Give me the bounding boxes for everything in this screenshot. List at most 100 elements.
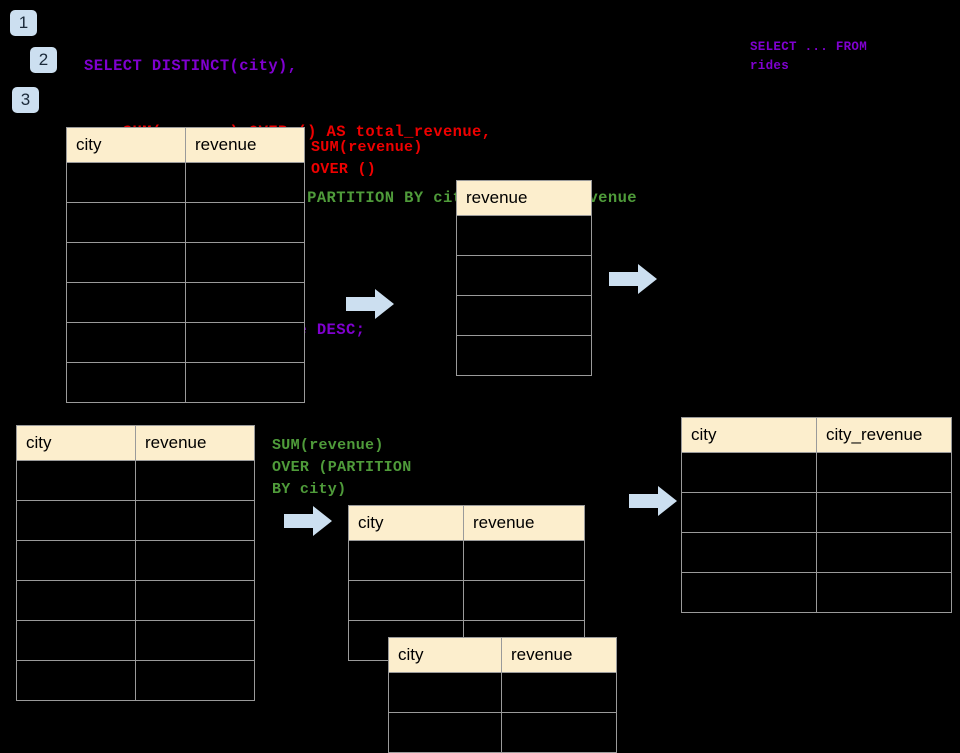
- table-row: [16, 540, 255, 581]
- total-revenue-table: revenue: [456, 180, 592, 376]
- cell-city: [16, 580, 136, 621]
- cell-revenue: [501, 672, 617, 713]
- partition-group-table-back: city revenue: [348, 505, 585, 661]
- cell-city: [16, 460, 136, 501]
- table-header-row: revenue: [456, 180, 592, 216]
- table-row: [16, 620, 255, 661]
- annotation-total-revenue: SUM(revenue) OVER (): [311, 139, 423, 178]
- cell-city: [681, 572, 817, 613]
- cell-revenue: [135, 620, 255, 661]
- column-header-city: city: [16, 425, 136, 461]
- cell-city-revenue: [816, 492, 952, 533]
- table-header-row: city revenue: [348, 505, 585, 541]
- column-header-revenue: revenue: [501, 637, 617, 673]
- cell-city: [66, 362, 186, 403]
- column-header-city: city: [681, 417, 817, 453]
- select-from-rides-note: SELECT ... FROM rides: [750, 40, 868, 73]
- cell-revenue: [135, 580, 255, 621]
- table-row: [66, 162, 305, 203]
- cell-city: [681, 452, 817, 493]
- cell-revenue: [135, 660, 255, 701]
- cell-revenue: [185, 282, 305, 323]
- table-row: [66, 242, 305, 283]
- table-row: [456, 335, 592, 376]
- partition-group-table-front: city revenue: [388, 637, 617, 753]
- cell-revenue: [185, 162, 305, 203]
- cell-revenue: [185, 362, 305, 403]
- table-row: [16, 460, 255, 501]
- column-header-revenue: revenue: [185, 127, 305, 163]
- cell-revenue: [185, 242, 305, 283]
- cell-city-revenue: [816, 452, 952, 493]
- cell-city-revenue: [816, 532, 952, 573]
- arrow-total-revenue-to-result: [609, 264, 657, 294]
- cell-city: [681, 492, 817, 533]
- cell-city-revenue: [816, 572, 952, 613]
- column-header-revenue: revenue: [463, 505, 585, 541]
- table-row: [66, 362, 305, 403]
- cell-city: [66, 242, 186, 283]
- cell-revenue: [135, 540, 255, 581]
- table-row: [16, 580, 255, 621]
- column-header-city: city: [388, 637, 502, 673]
- step-badge-2: 2: [30, 47, 57, 73]
- table-row: [388, 672, 617, 713]
- cell-revenue: [456, 335, 592, 376]
- cell-revenue: [456, 295, 592, 336]
- cell-city: [348, 580, 464, 621]
- cell-city: [16, 660, 136, 701]
- cell-city: [66, 202, 186, 243]
- diagram-canvas: 1 2 3 SELECT DISTINCT(city), SUM(revenue…: [10, 10, 952, 753]
- table-header-row: city revenue: [66, 127, 305, 163]
- table-row: [66, 282, 305, 323]
- table-row: [681, 572, 952, 613]
- table-header-row: city city_revenue: [681, 417, 952, 453]
- cell-city: [348, 540, 464, 581]
- annotation-city-revenue: SUM(revenue) OVER (PARTITION BY city): [272, 437, 412, 498]
- table-row: [456, 215, 592, 256]
- step-badge-1: 1: [10, 10, 37, 36]
- table-header-row: city revenue: [388, 637, 617, 673]
- table-row: [348, 580, 585, 621]
- column-header-city: city: [66, 127, 186, 163]
- cell-city: [16, 500, 136, 541]
- sql-line-select: SELECT DISTINCT(city),: [84, 57, 298, 75]
- rides-source-table-top: city revenue: [66, 127, 305, 403]
- table-row: [16, 500, 255, 541]
- table-row: [456, 295, 592, 336]
- table-row: [681, 532, 952, 573]
- arrow-rides-to-total-revenue: [346, 289, 394, 319]
- cell-revenue: [456, 215, 592, 256]
- cell-city: [16, 540, 136, 581]
- cell-city: [388, 672, 502, 713]
- table-row: [681, 492, 952, 533]
- column-header-city-revenue: city_revenue: [816, 417, 952, 453]
- cell-revenue: [185, 202, 305, 243]
- cell-city: [66, 282, 186, 323]
- cell-city: [681, 532, 817, 573]
- table-row: [66, 322, 305, 363]
- arrow-rides-to-partition: [284, 506, 332, 536]
- cell-city: [388, 712, 502, 753]
- cell-revenue: [501, 712, 617, 753]
- cell-city: [66, 162, 186, 203]
- table-header-row: city revenue: [16, 425, 255, 461]
- column-header-revenue: revenue: [135, 425, 255, 461]
- cell-revenue: [185, 322, 305, 363]
- cell-revenue: [463, 580, 585, 621]
- table-row: [681, 452, 952, 493]
- table-row: [66, 202, 305, 243]
- cell-revenue: [463, 540, 585, 581]
- cell-city: [16, 620, 136, 661]
- cell-revenue: [456, 255, 592, 296]
- table-row: [456, 255, 592, 296]
- column-header-revenue: revenue: [456, 180, 592, 216]
- rides-source-table-bottom: city revenue: [16, 425, 255, 701]
- table-row: [348, 540, 585, 581]
- cell-revenue: [135, 460, 255, 501]
- column-header-city: city: [348, 505, 464, 541]
- result-table: city city_revenue: [681, 417, 952, 613]
- arrow-partition-to-result: [629, 486, 677, 516]
- table-row: [16, 660, 255, 701]
- cell-city: [66, 322, 186, 363]
